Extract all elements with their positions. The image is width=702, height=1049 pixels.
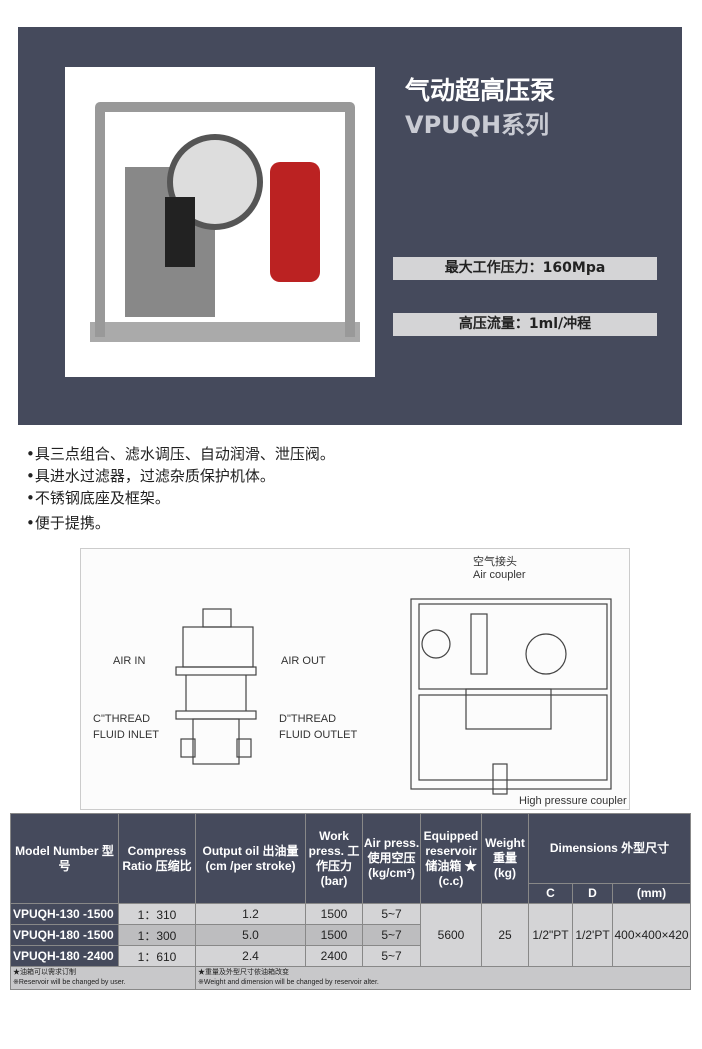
note-reservoir: ★油箱可以需求订制 ※Reservoir will be changed by u… (10, 966, 196, 990)
header-dimensions: Dimensions 外型尺寸 (527, 813, 692, 884)
spec-table: Model Number 型号 Compress Ratio 压缩比 Outpu… (10, 813, 692, 990)
note-text: ★油箱可以需求订制 (13, 969, 76, 976)
feature-item: •便于提携。 (26, 514, 110, 532)
hp-coupler-label: High pressure coupler (519, 795, 627, 807)
cell-d: 1/2'PT (572, 903, 613, 967)
cell-c: 1/2"PT (528, 903, 573, 967)
cell-air: 5~7 (362, 945, 421, 967)
feature-item: •具三点组合、滤水调压、自动润滑、泄压阀。 (26, 445, 335, 463)
air-in-label: AIR IN (113, 655, 146, 667)
cell-output: 1.2 (195, 903, 306, 925)
header-air-press: Air press. 使用空压 (kg/cm²) (362, 813, 421, 904)
schematic-diagram: AIR IN AIR OUT C"THREAD FLUID INLET D"TH… (80, 548, 630, 810)
product-photo (65, 67, 375, 377)
air-coupler-label: Air coupler (473, 569, 526, 581)
header-mm: (mm) (611, 883, 692, 904)
c-thread-label: C"THREAD (93, 713, 151, 725)
note-text: ※Reservoir will be changed by user. (13, 979, 126, 986)
notes-row: ★油箱可以需求订制 ※Reservoir will be changed by u… (10, 966, 692, 990)
cell-ratio: 1：310 (118, 903, 196, 925)
cell-model: VPUQH-180 -2400 (10, 945, 119, 967)
header-c: C (528, 883, 573, 904)
product-title: 气动超高压泵 (405, 76, 556, 105)
d-thread-label: D"THREAD (279, 713, 337, 725)
air-coupler-cn-label: 空气接头 (473, 556, 517, 568)
header-d: D (572, 883, 613, 904)
header-ratio: Compress Ratio 压缩比 (118, 813, 196, 904)
feature-item: •不锈钢底座及框架。 (26, 489, 170, 507)
header-output: Output oil 出油量 (cm /per stroke) (195, 813, 306, 904)
cell-output: 5.0 (195, 924, 306, 946)
table-row: VPUQH-180 -1500 1：300 5.0 1500 5~7 (10, 924, 691, 946)
header-reservoir: Equipped reservoir 储油箱 ★ (c.c) (420, 813, 482, 904)
note-weight: ★重量及外型尺寸依油箱改变 ※Weight and dimension will … (194, 966, 692, 990)
cell-work: 2400 (305, 945, 363, 967)
cell-weight: 25 (481, 903, 529, 967)
header-model: Model Number 型号 (10, 813, 119, 904)
cell-output: 2.4 (195, 945, 306, 967)
table-row: VPUQH-130 -1500 1：310 1.2 1500 5~7 5600 … (10, 903, 692, 967)
cell-reservoir: 5600 (420, 903, 482, 967)
cell-ratio: 1：610 (118, 945, 196, 967)
feature-item: •具进水过滤器，过滤杂质保护机体。 (26, 467, 275, 485)
note-text: ★重量及外型尺寸依油箱改变 (198, 969, 289, 976)
spec-flow: 高压流量：1ml/冲程 (393, 313, 657, 336)
fluid-outlet-label: FLUID OUTLET (279, 729, 358, 741)
cell-model: VPUQH-180 -1500 (10, 924, 119, 946)
hero-banner: 气动超高压泵 VPUQH系列 最大工作压力：160Mpa 高压流量：1ml/冲程 (18, 27, 682, 425)
product-series: VPUQH系列 (405, 111, 550, 139)
cell-model: VPUQH-130 -1500 (10, 903, 119, 925)
air-out-label: AIR OUT (281, 655, 326, 667)
cell-ratio: 1：300 (118, 924, 196, 946)
cell-air: 5~7 (362, 924, 421, 946)
note-text: ※Weight and dimension will be changed by… (198, 979, 379, 986)
header-weight: Weight 重量 (kg) (481, 813, 529, 904)
spec-max-pressure: 最大工作压力：160Mpa (393, 257, 657, 280)
fluid-inlet-label: FLUID INLET (93, 729, 160, 741)
cell-mm: 400×400×420 (611, 903, 692, 967)
cell-work: 1500 (305, 924, 363, 946)
cell-work: 1500 (305, 903, 363, 925)
feature-list: •具三点组合、滤水调压、自动润滑、泄压阀。 •具进水过滤器，过滤杂质保护机体。 … (26, 443, 335, 534)
header-work-press: Work press. 工作压力 (bar) (305, 813, 363, 904)
cell-air: 5~7 (362, 903, 421, 925)
